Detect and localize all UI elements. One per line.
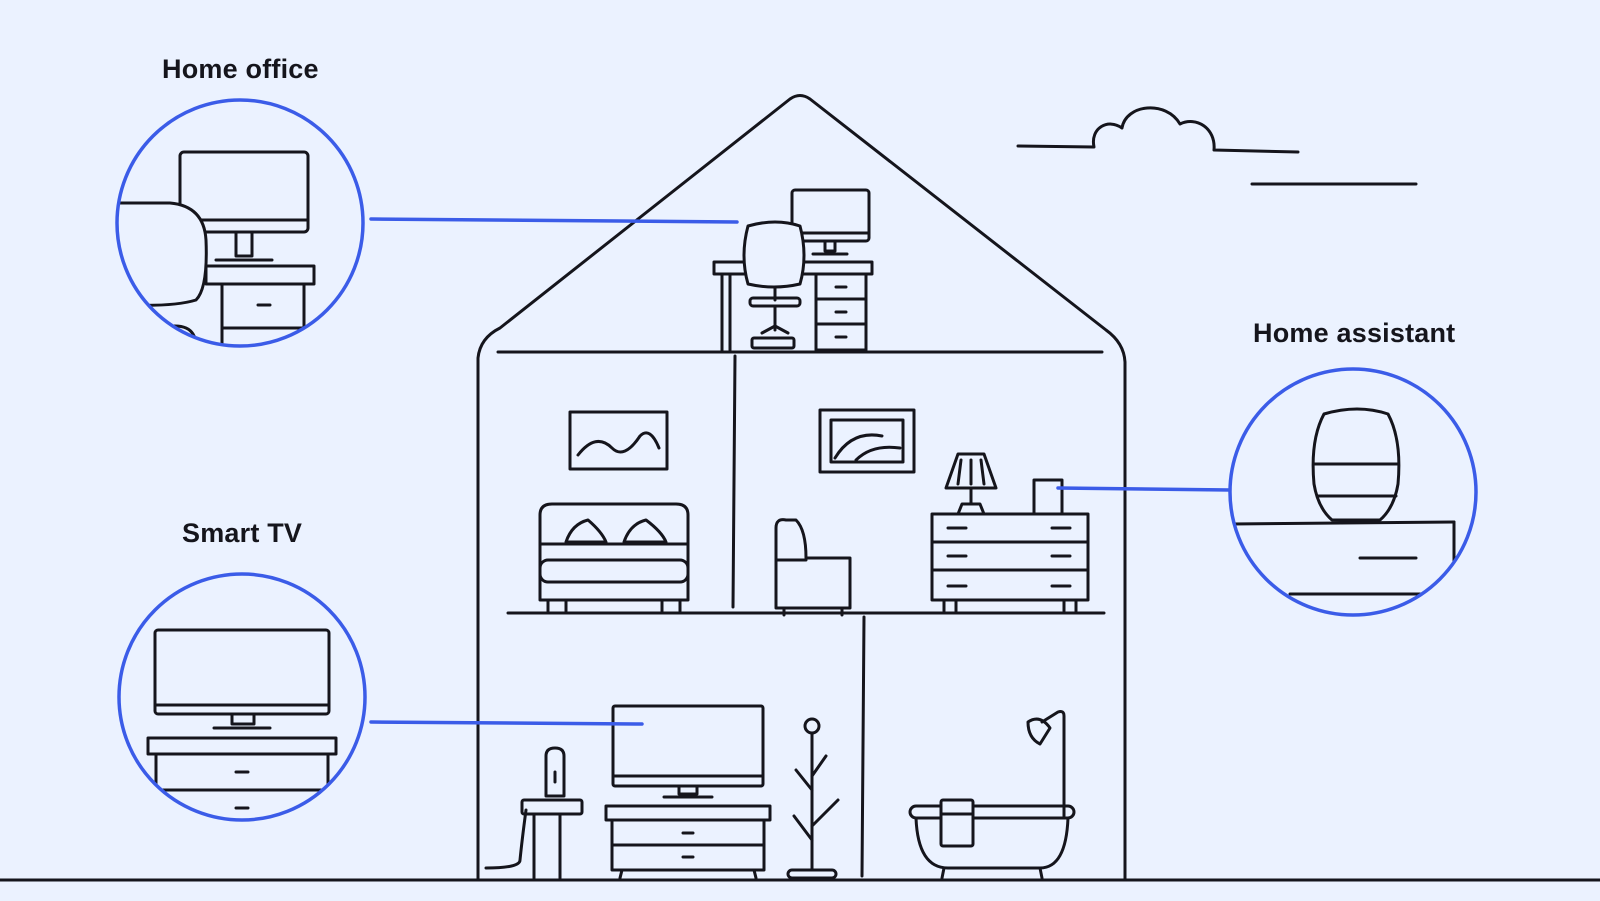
tv-room bbox=[484, 704, 840, 880]
smart-tv-circle bbox=[117, 572, 367, 822]
lower-wall bbox=[860, 615, 866, 878]
office-desk-setup bbox=[712, 188, 874, 352]
smart-tv-label: Smart TV bbox=[182, 518, 303, 548]
house-outline bbox=[476, 94, 1127, 882]
home-assistant-magnifier bbox=[1228, 367, 1478, 617]
smart-tv-magnifier bbox=[117, 572, 367, 822]
connector-smart-tv bbox=[369, 720, 644, 726]
bedroom bbox=[538, 410, 690, 613]
home-assistant-label: Home assistant bbox=[1253, 318, 1456, 348]
connector-home-office bbox=[369, 217, 739, 224]
home-office-label: Home office bbox=[162, 54, 319, 84]
home-office-magnifier bbox=[115, 98, 365, 348]
home-office-circle bbox=[115, 98, 365, 348]
connector-home-assistant bbox=[1056, 486, 1232, 492]
upper-wall bbox=[731, 354, 737, 609]
lounge bbox=[774, 408, 1090, 617]
cloud-icon bbox=[1016, 106, 1418, 186]
bathroom bbox=[908, 710, 1076, 880]
home-assistant-circle bbox=[1228, 367, 1478, 617]
